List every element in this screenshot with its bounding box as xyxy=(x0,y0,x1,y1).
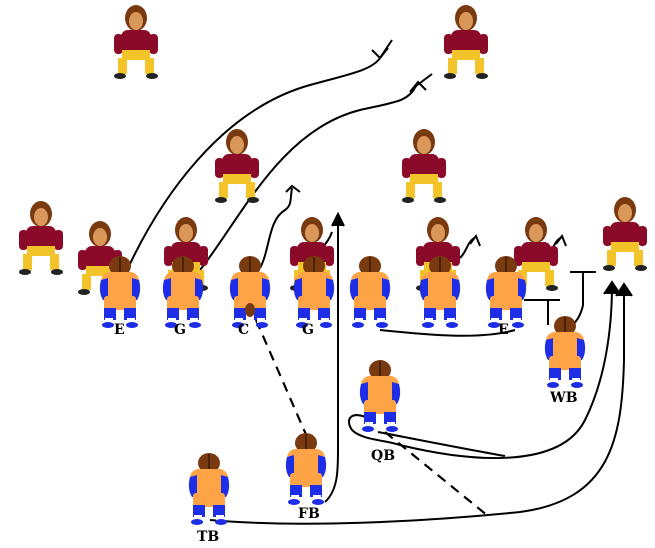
end-block-t xyxy=(524,299,549,325)
label-c: C xyxy=(238,322,249,338)
label-e-right: E xyxy=(498,322,509,338)
blocker-icon xyxy=(188,452,230,526)
blocker-icon xyxy=(349,255,391,329)
defender-icon xyxy=(215,129,259,203)
blocker-icon xyxy=(229,255,271,329)
label-fb: FB xyxy=(298,506,320,522)
offense xyxy=(99,255,586,526)
label-g-left: G xyxy=(174,322,186,338)
blocker-icon xyxy=(544,315,586,389)
qb-route xyxy=(348,284,613,459)
position-labels: E G C G E WB QB FB TB xyxy=(114,322,578,545)
qb-handoff-dash xyxy=(384,431,489,517)
center-snap-dash xyxy=(254,319,320,463)
blocker-icon xyxy=(285,432,327,506)
defender-icon xyxy=(402,129,446,203)
blocker-icon xyxy=(485,255,527,329)
label-g-right: G xyxy=(302,322,314,338)
tb-route xyxy=(209,288,625,525)
label-wb: WB xyxy=(549,390,578,406)
defender-icon xyxy=(19,201,63,275)
left-guard-route xyxy=(199,85,417,271)
dashed-lines xyxy=(254,319,489,517)
label-tb: TB xyxy=(197,529,219,545)
motion-line-right xyxy=(379,329,516,337)
blocker-icon xyxy=(359,359,401,433)
defender-icon xyxy=(114,5,158,79)
label-qb: QB xyxy=(371,448,395,464)
left-end-route xyxy=(127,57,381,269)
fb-vertical-route xyxy=(324,218,339,503)
defender-icon xyxy=(603,197,647,271)
defender-icon xyxy=(444,5,488,79)
defense xyxy=(19,5,647,295)
center-route xyxy=(259,187,293,269)
label-e-left: E xyxy=(114,322,125,338)
football-icon xyxy=(245,303,255,317)
